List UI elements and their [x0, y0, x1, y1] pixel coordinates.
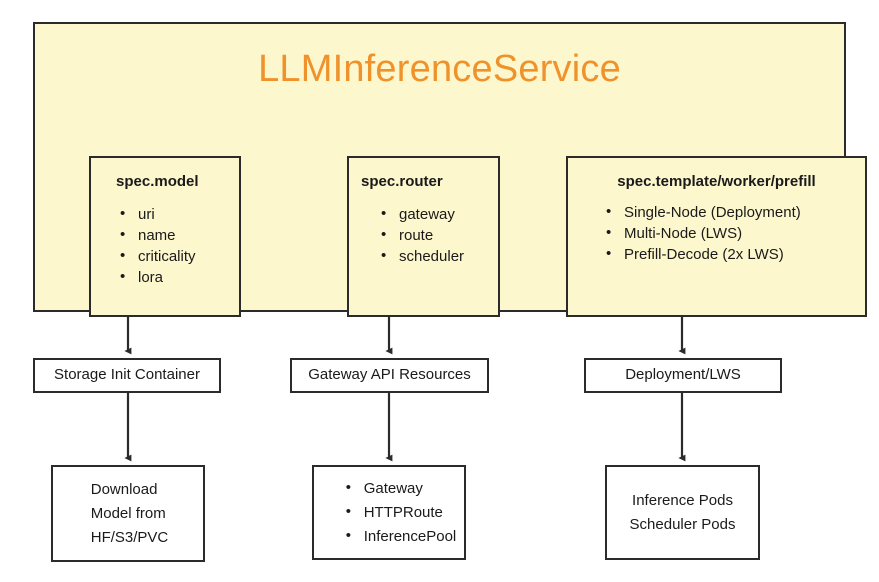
download-model-text: Download Model from HF/S3/PVC — [90, 480, 169, 546]
spec-router-list: gateway route scheduler — [349, 203, 498, 267]
spec-model-title: spec.model — [116, 173, 199, 190]
spec-router-title: spec.router — [361, 173, 443, 190]
gateway-api-resources-label: Gateway API Resources — [308, 366, 471, 384]
spec-template-box: spec.template/worker/prefill Single-Node… — [566, 156, 867, 317]
list-item: gateway — [381, 203, 498, 225]
list-item: name — [120, 224, 239, 246]
list-item: route — [381, 224, 498, 246]
deployment-lws-label: Deployment/LWS — [625, 366, 741, 384]
gateway-resources-box: Gateway HTTPRoute InferencePool — [312, 465, 466, 560]
spec-template-list: Single-Node (Deployment) Multi-Node (LWS… — [568, 201, 865, 265]
spec-model-box: spec.model uri name criticality lora — [89, 156, 241, 317]
list-item: uri — [120, 203, 239, 225]
list-item: HTTPRoute — [346, 500, 457, 525]
pods-box: Inference Pods Scheduler Pods — [605, 465, 760, 560]
list-item: Gateway — [346, 476, 457, 501]
list-item: InferencePool — [346, 524, 457, 549]
gateway-api-resources-box: Gateway API Resources — [290, 358, 489, 393]
list-item: Single-Node (Deployment) — [606, 201, 865, 223]
pods-text: Inference Pods Scheduler Pods — [629, 491, 736, 533]
spec-router-box: spec.router gateway route scheduler — [347, 156, 500, 317]
spec-template-title: spec.template/worker/prefill — [617, 173, 816, 190]
llm-inference-service-container: LLMInferenceService spec.model uri name … — [33, 22, 867, 317]
list-item: Multi-Node (LWS) — [606, 222, 865, 244]
list-item: Prefill-Decode (2x LWS) — [606, 243, 865, 265]
list-item: lora — [120, 266, 239, 288]
list-item: criticality — [120, 245, 239, 267]
storage-init-container-box: Storage Init Container — [33, 358, 221, 393]
list-item: scheduler — [381, 245, 498, 267]
storage-init-container-label: Storage Init Container — [54, 366, 200, 384]
gateway-resources-list: Gateway HTTPRoute InferencePool — [322, 476, 457, 549]
page-title: LLMInferenceService — [258, 48, 621, 90]
deployment-lws-box: Deployment/LWS — [584, 358, 782, 393]
spec-model-list: uri name criticality lora — [91, 203, 239, 288]
download-model-box: Download Model from HF/S3/PVC — [51, 465, 205, 562]
